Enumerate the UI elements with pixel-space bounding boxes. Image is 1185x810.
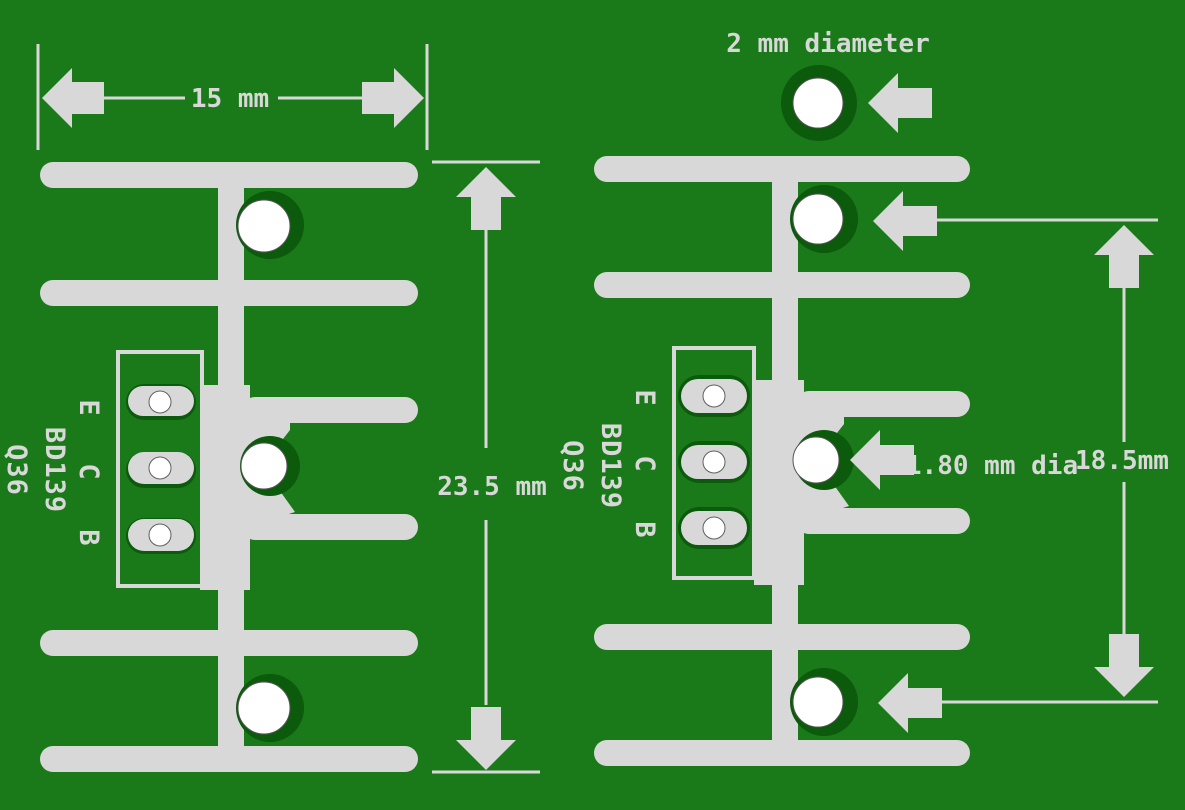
left-ref-designator: Q36 xyxy=(1,444,32,496)
left-part-number: BD139 xyxy=(39,427,70,513)
left-height-label: 23.5 mm xyxy=(437,472,547,502)
left-width-label: 15 mm xyxy=(191,84,269,114)
right-transistor-pads xyxy=(678,375,750,549)
left-pin-b-label: B xyxy=(73,529,104,546)
right-transistor-outline xyxy=(672,346,756,580)
left-mounting-holes xyxy=(236,191,304,742)
left-pin-c-label: C xyxy=(73,463,104,480)
left-transistor-pads xyxy=(126,384,196,554)
right-pin-b-label: B xyxy=(629,521,660,538)
right-ref-designator: Q36 xyxy=(557,440,588,492)
left-transistor-outline xyxy=(116,350,204,588)
right-mount-hole-label: 2 mm diameter xyxy=(726,29,930,59)
right-center-hole-label: 1.80 mm dia xyxy=(906,451,1078,481)
right-spacing-label: 18.5mm xyxy=(1075,446,1169,476)
left-width-dimension xyxy=(36,44,429,150)
right-heatsink-outline xyxy=(594,156,970,766)
left-height-dimension xyxy=(432,160,540,774)
right-hole-pointers xyxy=(850,73,1158,733)
left-heatsink-outline xyxy=(40,162,418,772)
right-pin-e-label: E xyxy=(629,389,660,406)
right-part-number: BD139 xyxy=(595,423,626,509)
right-mounting-holes xyxy=(781,65,858,736)
right-spacing-dimension xyxy=(1094,225,1154,697)
right-pin-c-label: C xyxy=(629,455,660,472)
left-pin-e-label: E xyxy=(73,399,104,416)
right-silkscreen: E C B BD139 Q36 xyxy=(557,389,660,538)
left-silkscreen: E C B BD139 Q36 xyxy=(1,399,104,546)
